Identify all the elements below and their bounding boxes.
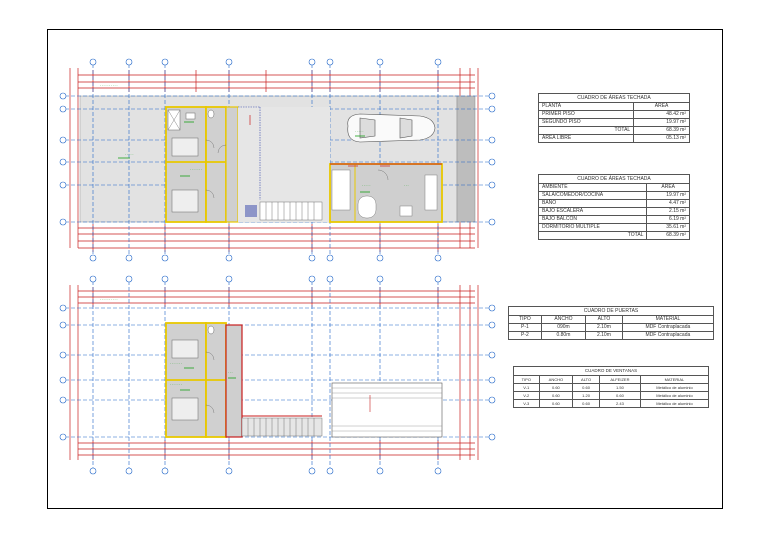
table-row: V-2 0.60 1.20 0.60 Metálico de aluminio bbox=[513, 391, 710, 400]
cell: 68.39 m² bbox=[646, 231, 690, 240]
svg-text:- - - - - - -: - - - - - - - bbox=[170, 382, 182, 386]
header-cell: MATERIAL bbox=[621, 315, 715, 324]
header-cell: ALTO bbox=[572, 375, 600, 384]
cell: 0.60 bbox=[538, 399, 574, 408]
cell: SEGUNDO PISO bbox=[537, 118, 635, 127]
svg-text:- - - - - - - - - -: - - - - - - - - - - bbox=[100, 297, 118, 301]
cell: 68.39 m² bbox=[633, 126, 690, 135]
header-cell: TIPO bbox=[508, 315, 542, 324]
svg-text:- - - - - - -: - - - - - - - bbox=[190, 167, 202, 171]
svg-text:- - -: - - - bbox=[404, 183, 409, 187]
cell: 0.60 bbox=[538, 391, 574, 400]
table-row: BAJO ESCALERA 2.15 m² bbox=[537, 207, 690, 216]
cell: BAJO BALCÓN bbox=[537, 215, 648, 224]
cell: 4.47 m² bbox=[646, 199, 690, 208]
table-row: TOTAL 68.39 m² bbox=[537, 231, 690, 240]
cell: 0.60 bbox=[538, 383, 574, 392]
table-row: BAÑO 4.47 m² bbox=[537, 199, 690, 208]
cell: V-1 bbox=[513, 383, 540, 392]
table-row: ÁREA LIBRE 05.13 m² bbox=[537, 134, 690, 143]
doors-table: CUADRO DE PUERTAS TIPO ANCHO ALTO MATERI… bbox=[508, 306, 715, 340]
svg-text:- - - - -: - - - - - bbox=[125, 152, 133, 156]
cell: Metálico de aluminio bbox=[639, 391, 710, 400]
cell: 0.60 bbox=[572, 383, 600, 392]
header-cell: ANCHO bbox=[538, 375, 574, 384]
table-row: PRIMER PISO 48.42 m² bbox=[537, 110, 690, 119]
svg-text:- - -: - - - bbox=[228, 370, 233, 374]
svg-text:- - - - -: - - - - - bbox=[362, 183, 370, 187]
svg-text:- - - - -: - - - - - bbox=[355, 129, 363, 133]
cell: 35.61 m² bbox=[646, 223, 690, 232]
table-row: SEGUNDO PISO 19.97 m² bbox=[537, 118, 690, 127]
windows-table: CUADRO DE VENTANAS TIPO ANCHO ALTO ALFEI… bbox=[513, 366, 710, 408]
first-floor-plan: - - - - - - - - - - - - - - - - - - - - … bbox=[59, 58, 496, 262]
header-area: ÁREA bbox=[633, 102, 690, 111]
svg-text:- - - - - - - - - -: - - - - - - - - - - bbox=[100, 83, 118, 87]
cell: 48.42 m² bbox=[633, 110, 690, 119]
header-cell: TIPO bbox=[513, 375, 540, 384]
areas-table-title: CUADRO DE ÁREAS TECHADA bbox=[538, 93, 690, 102]
header-cell: ALTO bbox=[585, 315, 623, 324]
cell: TOTAL bbox=[537, 231, 648, 240]
cell: 090m bbox=[540, 323, 587, 332]
header-ambiente: AMBIENTE bbox=[537, 183, 648, 192]
header-planta: PLANTA bbox=[537, 102, 635, 111]
cell: PRIMER PISO bbox=[537, 110, 635, 119]
cell: P-1 bbox=[508, 323, 542, 332]
cell: 05.13 m² bbox=[633, 134, 690, 143]
cell: 1.20 bbox=[572, 391, 600, 400]
header-cell: ANCHO bbox=[540, 315, 587, 324]
cell: TOTAL bbox=[537, 126, 635, 135]
areas-table-ambientes: CUADRO DE ÁREAS TECHADA AMBIENTE ÁREA SA… bbox=[537, 174, 690, 240]
cell: MDF Contraplacada bbox=[621, 323, 715, 332]
cell: MDF Contraplacada bbox=[621, 331, 715, 340]
table-row: V-3 0.60 0.60 2.43 Metálico de aluminio bbox=[513, 399, 710, 408]
table-row: P-2 0.80m 2.10m MDF Contraplacada bbox=[508, 331, 715, 340]
table-row: BAJO BALCÓN 6.19 m² bbox=[537, 215, 690, 224]
cell: 0.60 bbox=[572, 399, 600, 408]
header-cell: MATERIAL bbox=[639, 375, 710, 384]
areas-table-plantas: CUADRO DE ÁREAS TECHADA PLANTA ÁREA PRIM… bbox=[537, 93, 690, 143]
cell: 19.97 m² bbox=[633, 118, 690, 127]
cell: BAJO ESCALERA bbox=[537, 207, 648, 216]
cell: 6.19 m² bbox=[646, 215, 690, 224]
cell: 2.15 m² bbox=[646, 207, 690, 216]
cell: Metálico de aluminio bbox=[639, 399, 710, 408]
cell: ÁREA LIBRE bbox=[537, 134, 635, 143]
table-row: TOTAL 68.39 m² bbox=[537, 126, 690, 135]
cell: V-3 bbox=[513, 399, 540, 408]
second-floor-plan: - - - - - - - - - - - - - - - - - - - - … bbox=[59, 275, 496, 475]
table-row: DORMITORIO MÚLTIPLE 35.61 m² bbox=[537, 223, 690, 232]
cell: V-2 bbox=[513, 391, 540, 400]
cell: 1.50 bbox=[598, 383, 641, 392]
cell: SALA/COMEDOR/COCINA bbox=[537, 191, 648, 200]
cell: 2.10m bbox=[585, 323, 623, 332]
doors-table-title: CUADRO DE PUERTAS bbox=[508, 306, 714, 315]
areas-table-title: CUADRO DE ÁREAS TECHADA bbox=[538, 174, 690, 183]
cell: 2.10m bbox=[585, 331, 623, 340]
cell: Metálico de aluminio bbox=[639, 383, 710, 392]
svg-text:- - - - - - -: - - - - - - - bbox=[170, 361, 182, 365]
cell: P-2 bbox=[508, 331, 542, 340]
table-row: V-1 0.60 0.60 1.50 Metálico de aluminio bbox=[513, 383, 710, 392]
table-row: P-1 090m 2.10m MDF Contraplacada bbox=[508, 323, 715, 332]
cell: BAÑO bbox=[537, 199, 648, 208]
windows-table-title: CUADRO DE VENTANAS bbox=[513, 366, 709, 375]
cell: 0.60 bbox=[598, 391, 641, 400]
table-row: SALA/COMEDOR/COCINA 19.97 m² bbox=[537, 191, 690, 200]
cell: 0.80m bbox=[540, 331, 587, 340]
header-area: ÁREA bbox=[646, 183, 690, 192]
cell: DORMITORIO MÚLTIPLE bbox=[537, 223, 648, 232]
header-cell: ALFEIZER bbox=[598, 375, 641, 384]
cell: 19.97 m² bbox=[646, 191, 690, 200]
cell: 2.43 bbox=[598, 399, 641, 408]
